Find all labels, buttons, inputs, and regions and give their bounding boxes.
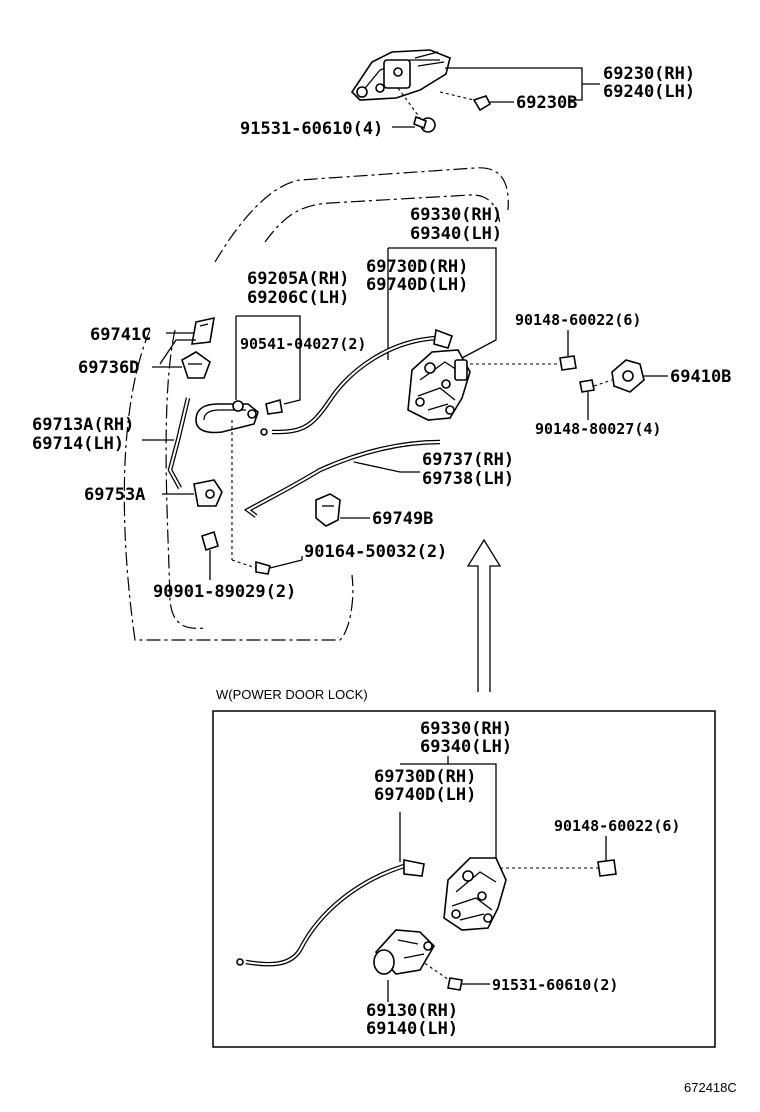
box-label-90148-60022: 90148-60022(6) — [554, 817, 680, 835]
label-69714: 69714(LH) — [32, 434, 124, 454]
outside-handle-drawing — [350, 49, 451, 101]
label-69410b: 69410B — [670, 367, 731, 387]
label-90901-89029: 90901-89029(2) — [153, 582, 296, 602]
label-69730d: 69730D(RH) — [366, 257, 468, 277]
door-outline — [123, 167, 509, 641]
bezel-69741c-drawing — [166, 316, 215, 345]
label-69737: 69737(RH) — [422, 450, 514, 470]
label-69230b: 69230B — [516, 93, 577, 113]
striker-69410b-drawing — [611, 359, 668, 393]
box-label-69330: 69330(RH) — [420, 719, 512, 739]
box-label-91531-60610: 91531-60610(2) — [492, 976, 618, 994]
label-69340: 69340(LH) — [410, 224, 502, 244]
label-91531-60610-4: 91531-60610(4) — [240, 119, 383, 139]
label-69206c: 69206C(LH) — [247, 288, 349, 308]
label-69740d: 69740D(LH) — [366, 275, 468, 295]
label-69713a: 69713A(RH) — [32, 415, 134, 435]
label-69736d: 69736D — [78, 358, 139, 378]
label-69741c: 69741C — [90, 325, 151, 345]
box-label-69140: 69140(LH) — [366, 1019, 458, 1039]
lock-rod-69737-drawing — [243, 439, 441, 518]
box-label-69130: 69130(RH) — [366, 1001, 458, 1021]
lock-rod-drawing — [142, 397, 191, 490]
label-69240: 69240(LH) — [603, 82, 695, 102]
inside-handle-drawing — [195, 398, 283, 434]
label-90148-60022: 90148-60022(6) — [515, 311, 641, 329]
power-door-lock-box — [212, 710, 716, 1048]
power-door-lock-heading: W(POWER DOOR LOCK) — [216, 687, 368, 702]
leader-lines-handle — [231, 315, 301, 569]
label-69753a: 69753A — [84, 485, 145, 505]
label-69749b: 69749B — [372, 509, 433, 529]
leader-lines-lock — [387, 247, 558, 365]
label-69330: 69330(RH) — [410, 205, 502, 225]
box-screw-90148-drawing — [597, 859, 617, 877]
box-actuator-69130-drawing — [373, 929, 436, 975]
clip-69753a-drawing — [162, 479, 223, 580]
screw-90148-60022-drawing — [559, 330, 577, 371]
label-69738: 69738(LH) — [422, 469, 514, 489]
label-90148-80027: 90148-80027(4) — [535, 420, 661, 438]
arrow-up-icon — [466, 538, 502, 692]
label-69205a: 69205A(RH) — [247, 269, 349, 289]
label-90164-50032: 90164-50032(2) — [304, 542, 447, 562]
box-control-cable-drawing — [236, 859, 425, 967]
box-lock-assembly-drawing — [443, 857, 507, 931]
clip-69749b-drawing — [315, 493, 370, 527]
box-leader-lines — [387, 756, 607, 1002]
label-90541-04027: 90541-04027(2) — [240, 335, 366, 353]
box-label-69730d: 69730D(RH) — [374, 767, 476, 787]
box-label-69340: 69340(LH) — [420, 737, 512, 757]
knob-69736d-drawing — [152, 339, 211, 379]
screw-90164-drawing — [255, 556, 303, 575]
door-lock-assembly-drawing — [407, 349, 471, 421]
leader-lines-top — [392, 67, 600, 128]
lock-control-cable-drawing — [260, 328, 454, 436]
grommet-69230b-drawing — [439, 91, 492, 112]
screw-90148-80027-drawing — [579, 379, 613, 420]
box-screw-91531-drawing — [447, 977, 463, 991]
label-69230: 69230(RH) — [603, 64, 695, 84]
box-label-69740d: 69740D(LH) — [374, 785, 476, 805]
screw-91531-top-drawing — [397, 87, 436, 133]
diagram-code: 672418C — [684, 1080, 737, 1095]
